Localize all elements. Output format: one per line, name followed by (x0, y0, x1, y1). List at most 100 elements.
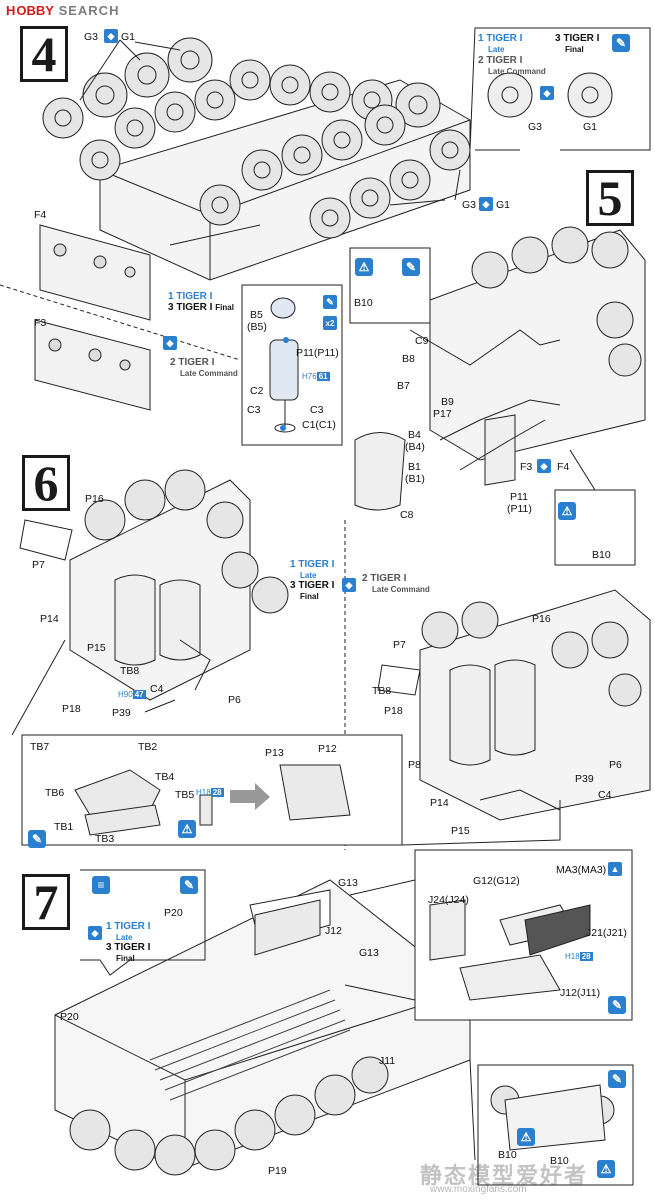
label-tb8-right: TB8 (372, 685, 392, 697)
label-j11: J11 (379, 1055, 396, 1067)
label-b7: B7 (397, 380, 410, 392)
label-g12: G12(G12) (473, 875, 520, 887)
cement-icon: ⚠ (558, 502, 576, 520)
label-b10-right: B10 (550, 1155, 569, 1167)
watermark-text: 静态模型爱好者 (420, 1163, 589, 1188)
label-p20-inset: P20 (164, 907, 183, 919)
label-p11: P11 (510, 491, 528, 503)
label-p39: P39 (112, 707, 131, 719)
select-icon: ◆ (163, 336, 177, 350)
label-f4: F4 (557, 461, 570, 473)
label-p13: P13 (265, 747, 284, 759)
label-tb6: TB6 (45, 787, 65, 799)
label-b1-alt: (B1) (405, 473, 425, 485)
label-p16-right: P16 (532, 613, 551, 625)
label-p39-right: P39 (575, 773, 594, 785)
label-p20: P20 (60, 1011, 79, 1023)
select-icon: ◆ (104, 29, 118, 43)
step-number-6: 6 (22, 455, 70, 511)
label-tb3: TB3 (95, 833, 115, 845)
select-icon: ◆ (537, 459, 551, 473)
label-tb8: TB8 (120, 665, 140, 677)
label-p8: P8 (408, 759, 421, 771)
label-p18: P18 (62, 703, 81, 715)
label-f4: F4 (34, 209, 47, 221)
label-p12: P12 (318, 743, 337, 755)
label-p18-right: P18 (384, 705, 403, 717)
select-icon: ◆ (540, 86, 554, 100)
label-g1-top: G1 (121, 31, 136, 43)
paint-brush-icon: ✎ (323, 295, 337, 309)
paint-brush-icon: ✎ (608, 996, 626, 1014)
select-icon: ◆ (479, 197, 493, 211)
label-c1: C1(C1) (302, 419, 336, 431)
label-c4-right: C4 (598, 789, 612, 801)
label-b10-left: B10 (498, 1149, 517, 1161)
label-tb5: TB5 (175, 789, 195, 801)
label-p6-right: P6 (609, 759, 622, 771)
label-j12-detail: J12(J11) (560, 987, 601, 999)
cement-icon: ⚠ (355, 258, 373, 276)
label-b4-alt: (B4) (405, 441, 425, 453)
mark-icon: ▲ (608, 862, 622, 876)
site-header (0, 0, 655, 22)
paint-brush-icon: ✎ (180, 876, 198, 894)
inset-label-g1: G1 (583, 121, 598, 133)
label-b9: B9 (441, 396, 454, 408)
label-b1: B1 (408, 461, 421, 473)
label-tb1: TB1 (54, 821, 74, 833)
label-g13-mid: G13 (359, 947, 379, 959)
label-p19: P19 (268, 1165, 287, 1177)
paint-brush-icon: ✎ (608, 1070, 626, 1088)
f3-variant-list: 2 TIGER I Late Command (170, 357, 238, 378)
step6-variant-late-final: 1 TIGER I Late 3 TIGER I Final (290, 559, 335, 601)
step6-variant-late-command: 2 TIGER I Late Command (362, 573, 430, 594)
cement-icon: ⚠ (178, 820, 196, 838)
step-number-5: 5 (586, 170, 634, 226)
variant-tiger-final: 3 TIGER I Final (555, 33, 600, 54)
inset-label-g3: G3 (528, 121, 543, 133)
label-c3-right: C3 (310, 404, 324, 416)
label-c8: C8 (400, 509, 414, 521)
label-g3-bottom: G3 (462, 199, 477, 211)
select-icon: ◆ (88, 926, 102, 940)
label-p17: P17 (433, 408, 452, 420)
label-f3: F3 (520, 461, 533, 473)
label-g13-top: G13 (338, 877, 358, 889)
label-tb7: TB7 (30, 741, 50, 753)
label-c2: C2 (250, 385, 264, 397)
label-b5-alt: (B5) (247, 321, 267, 333)
label-tb4: TB4 (155, 771, 175, 783)
cement-icon: ⚠ (597, 1160, 615, 1178)
f4-variant-list: 1 TIGER I 3 TIGER I Final (168, 291, 234, 313)
label-b5: B5 (250, 309, 263, 321)
label-p14-right: P14 (430, 797, 449, 809)
select-icon: ◆ (342, 578, 356, 592)
label-p14: P14 (40, 613, 59, 625)
paint-brush-icon: ✎ (612, 34, 630, 52)
step7-variant-list: 1 TIGER I Late 3 TIGER I Final (106, 921, 151, 963)
label-j21: J21(J21) (586, 927, 627, 939)
label-g1-bottom: G1 (496, 199, 511, 211)
label-p15: P15 (87, 642, 106, 654)
label-j24: J24(J24) (428, 894, 469, 906)
variant-tiger-late-command: 2 TIGER I Late Command (478, 55, 546, 76)
hobby-search-logo: HOBBY SEARCH (6, 3, 120, 18)
label-g3-top: G3 (84, 31, 99, 43)
quantity-x2-icon: x2 (323, 316, 337, 330)
label-j12: J12 (325, 925, 342, 937)
step-number-4: 4 (20, 26, 68, 82)
label-b10: B10 (354, 297, 373, 309)
label-p11-alt: (P11) (507, 503, 532, 515)
paint-brush-icon: ✎ (28, 830, 46, 848)
watermark-url: www.moxingfans.com (430, 1184, 527, 1195)
label-c9: C9 (415, 335, 429, 347)
paint-brush-icon: ✎ (402, 258, 420, 276)
label-b8: B8 (402, 353, 415, 365)
label-tb2: TB2 (138, 741, 158, 753)
label-p7-right: P7 (393, 639, 406, 651)
label-b10-detail: B10 (592, 549, 611, 561)
